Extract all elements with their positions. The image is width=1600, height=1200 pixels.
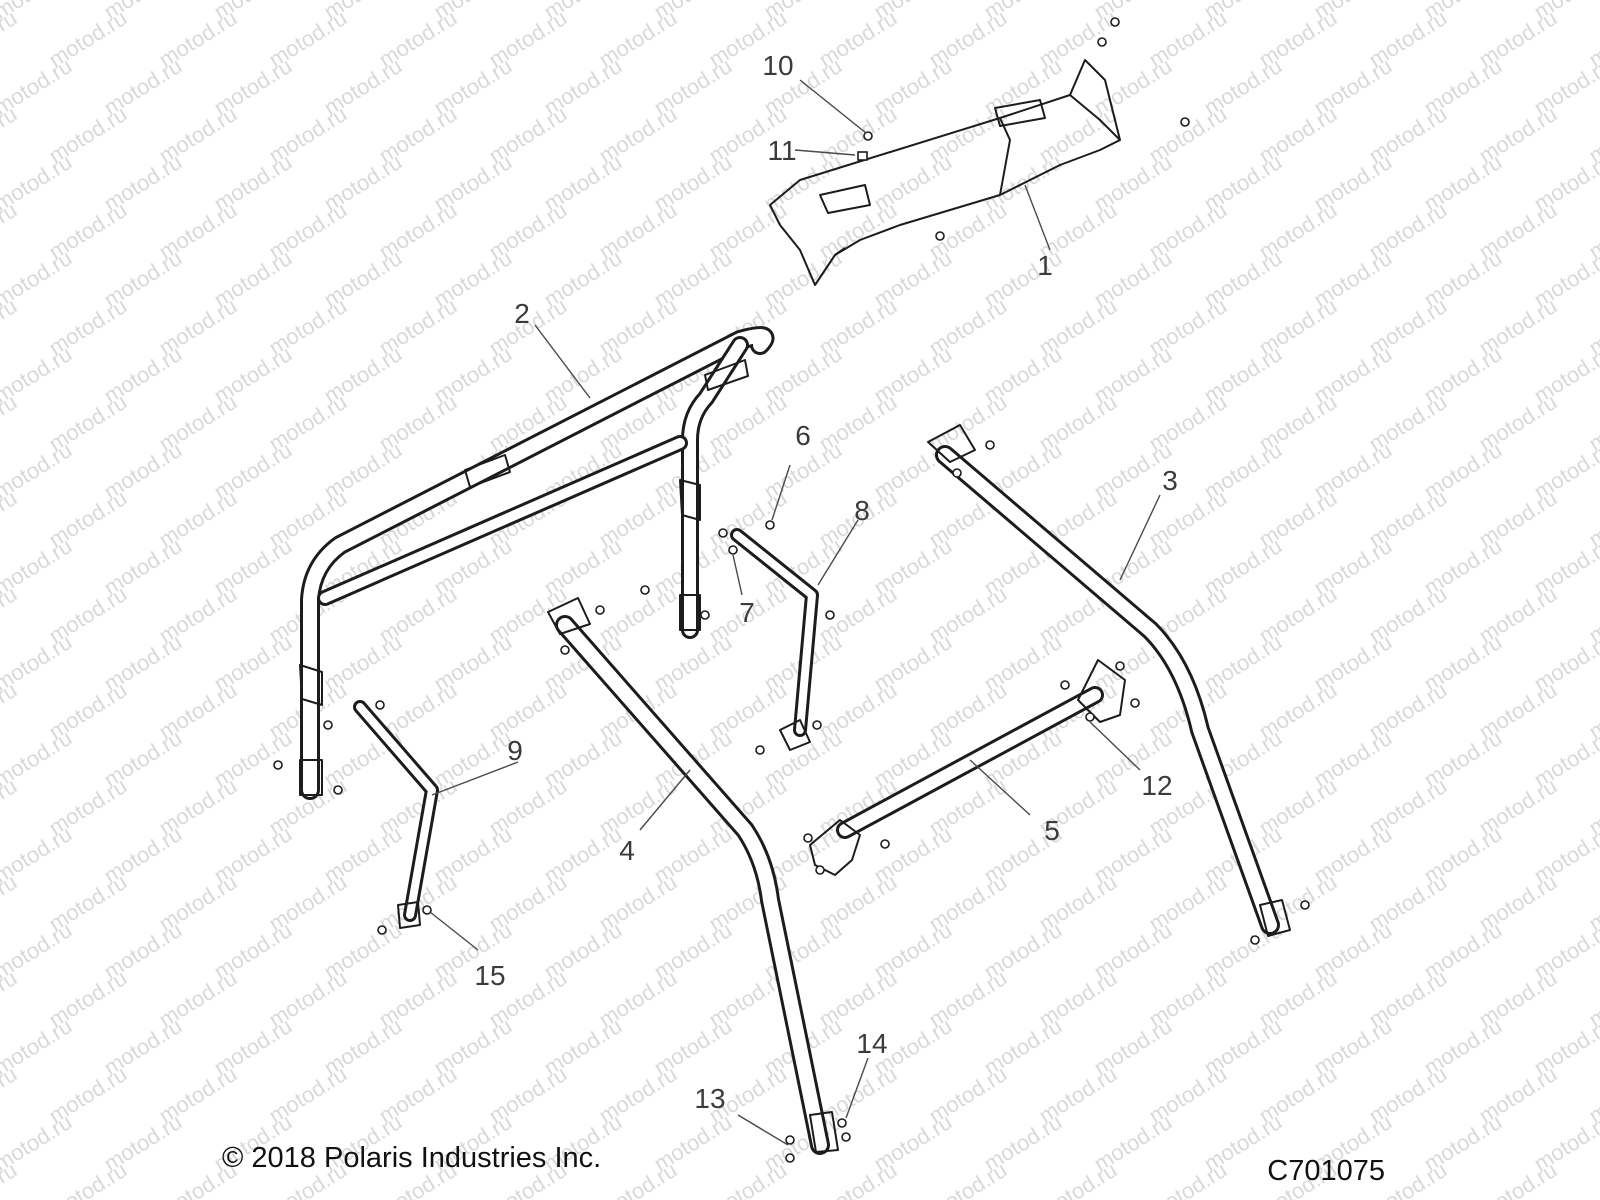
watermark-text: motod.ru [0, 5, 21, 72]
watermark-text: motod.ru [0, 293, 21, 360]
watermark-text: motod.ru [1584, 1157, 1600, 1200]
part-rear-tube-right [927, 424, 1291, 937]
watermark-text: motod.ru [0, 1061, 21, 1128]
watermark-text: motod.ru [1034, 1157, 1121, 1200]
part-cross-tube [809, 659, 1126, 876]
watermark-text: motod.ru [704, 1157, 791, 1200]
callout-3: 3 [1162, 465, 1178, 496]
diagram-code: C701075 [1267, 1155, 1385, 1187]
leader-lines [429, 79, 1161, 1146]
part-rear-tube-left [547, 597, 839, 1155]
callouts: 1 2 3 4 5 6 7 8 9 10 11 12 13 14 15 [474, 50, 1177, 1114]
callout-2: 2 [514, 298, 530, 329]
watermark-text: motod.ru [0, 197, 21, 264]
callout-7: 7 [739, 597, 755, 628]
part-front-cage [299, 326, 775, 800]
watermark-text: motod.ru [0, 389, 21, 456]
watermark-text: motod.ru [44, 1157, 131, 1200]
watermark-text: motod.ru [924, 1157, 1011, 1200]
callout-5: 5 [1044, 815, 1060, 846]
callout-14: 14 [856, 1028, 887, 1059]
watermark-text: motod.ru [0, 677, 21, 744]
callout-10: 10 [762, 50, 793, 81]
watermark-text: motod.ru [814, 1157, 901, 1200]
callout-12: 12 [1141, 770, 1172, 801]
callout-9: 9 [507, 735, 523, 766]
watermark-text: motod.ru [0, 485, 21, 552]
watermark-text: motod.ru [0, 773, 21, 840]
watermark-text: motod.ru [0, 101, 21, 168]
fasteners [273, 17, 1310, 1163]
watermark-text: motod.ru [0, 869, 21, 936]
watermark-text: motod.ru [594, 1157, 681, 1200]
watermark-text: motod.ru [0, 581, 21, 648]
callout-11: 11 [767, 135, 796, 166]
part-brace-front [730, 528, 819, 751]
watermark-text: motod.ru [0, 965, 21, 1032]
callout-6: 6 [795, 420, 811, 451]
callout-15: 15 [474, 960, 505, 991]
callout-1: 1 [1037, 250, 1053, 281]
part-roof-panel [769, 59, 1121, 286]
copyright-text: © 2018 Polaris Industries Inc. [222, 1142, 601, 1174]
part-brace-rear [353, 700, 439, 929]
callout-8: 8 [854, 495, 870, 526]
callout-13: 13 [694, 1083, 725, 1114]
watermark-text: motod.ru [1474, 1157, 1561, 1200]
callout-4: 4 [619, 835, 635, 866]
watermark-text: motod.ru [1144, 1157, 1231, 1200]
